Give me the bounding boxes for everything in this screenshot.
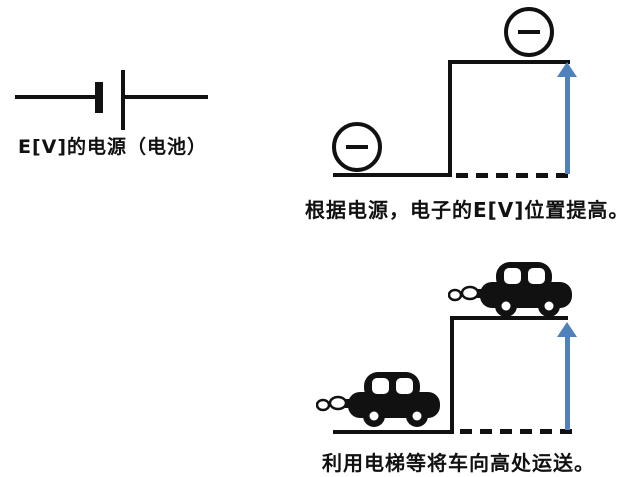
battery-right-wire xyxy=(125,95,208,99)
battery-left-wire xyxy=(15,95,95,99)
electron-step-top-line xyxy=(448,60,570,64)
battery-negative-plate xyxy=(95,82,103,113)
minus-circle-icon xyxy=(332,122,382,172)
up-arrow-icon xyxy=(557,62,577,77)
minus-icon xyxy=(518,30,540,34)
electron-step-vertical-line xyxy=(448,60,452,177)
up-arrow-shaft xyxy=(565,76,570,174)
car-diagram-caption: 利用电梯等将车向高处运送。 xyxy=(322,451,595,475)
car-step-vertical-line xyxy=(450,316,454,433)
up-arrow-shaft xyxy=(565,336,570,430)
battery-positive-plate xyxy=(121,70,125,130)
battery-label: E[V]的电源（电池） xyxy=(18,136,208,158)
minus-icon xyxy=(346,145,368,149)
minus-circle-icon xyxy=(504,7,554,57)
electron-ground-dashed-line xyxy=(456,173,572,178)
electron-diagram-caption: 根据电源，电子的E[V]位置提高。 xyxy=(305,198,628,222)
electron-ground-line xyxy=(333,173,452,177)
up-arrow-icon xyxy=(557,322,577,337)
car-ground-dashed-line xyxy=(460,429,572,434)
car-step-top-line xyxy=(450,316,568,320)
car-icon xyxy=(448,256,574,318)
car-icon xyxy=(316,366,442,428)
car-ground-line xyxy=(333,430,454,434)
